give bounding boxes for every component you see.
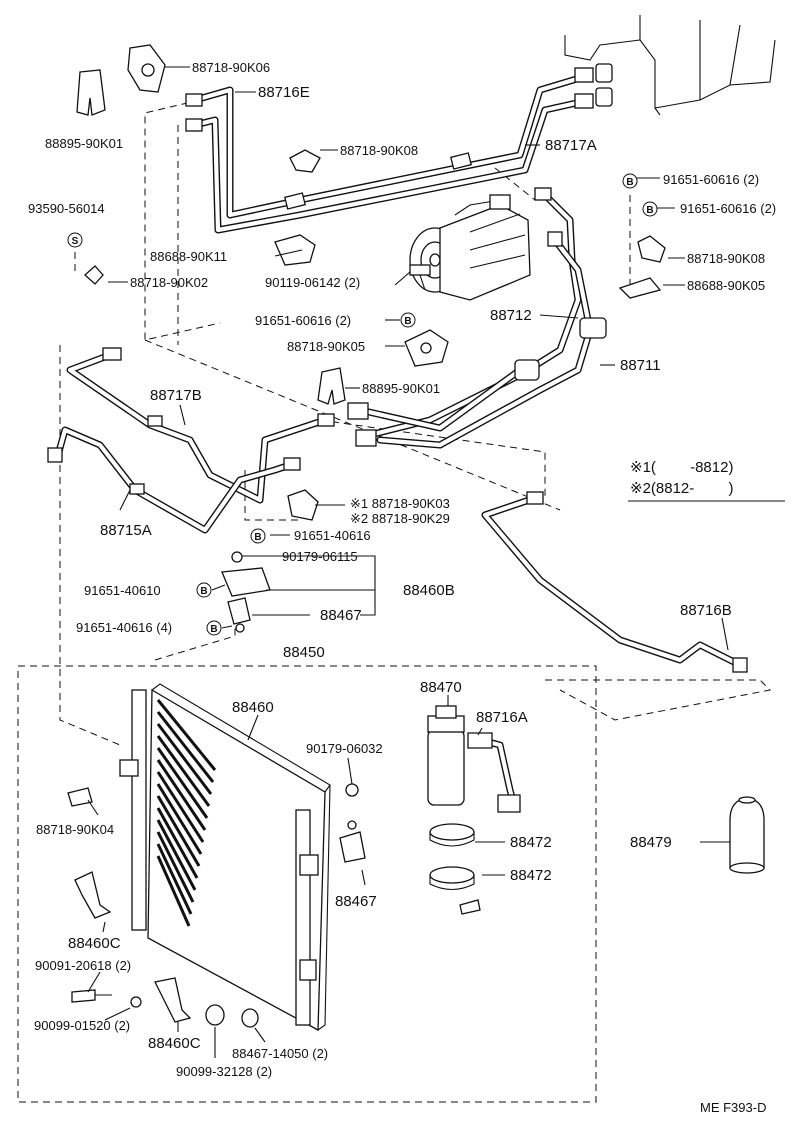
label-88717A: 88717A <box>545 137 597 154</box>
condenser-fin-stroke <box>156 699 217 771</box>
pipe-88715A <box>54 426 294 534</box>
b-marker-2: B <box>642 201 658 217</box>
b-marker-5: B <box>196 582 212 598</box>
label-88467-top: 88467 <box>320 607 362 624</box>
label-88460C-bot: 88460C <box>148 1035 201 1052</box>
leader-lines <box>87 66 730 1058</box>
label-93590-56014: 93590-56014 <box>28 201 105 216</box>
s-marker: S <box>67 232 83 248</box>
label-91651-40610: 91651-40610 <box>84 583 161 598</box>
label-91651-60616-a: 91651-60616 (2) <box>663 172 759 187</box>
label-88472-b: 88472 <box>510 867 552 884</box>
label-91651-40616-mid: 91651-40616 <box>294 528 371 543</box>
legend-line-2: ※2(8812- ) <box>630 480 733 497</box>
label-88718-90K04: 88718-90K04 <box>36 822 114 837</box>
can-88479 <box>729 796 765 874</box>
condenser-fin-stroke <box>156 735 211 807</box>
marker-symbols: S B B B B B B <box>67 173 658 636</box>
label-88717B: 88717B <box>150 387 202 404</box>
legend-line-1: ※1( -8812) <box>630 459 733 476</box>
label-88711: 88711 <box>620 357 661 374</box>
condenser-fin-stroke <box>156 795 201 867</box>
svg-text:S: S <box>72 236 79 247</box>
bracket-88472 <box>429 823 481 915</box>
lower-small-parts <box>67 732 521 1028</box>
footer-code: ME F393-D <box>700 1100 766 1115</box>
label-88716B: 88716B <box>680 602 732 619</box>
label-88715A: 88715A <box>100 522 152 539</box>
label-88472-a: 88472 <box>510 834 552 851</box>
pipe-88717B <box>66 351 329 504</box>
label-88479: 88479 <box>630 834 672 851</box>
svg-text:B: B <box>200 586 207 597</box>
condenser-fin-stroke <box>156 855 191 927</box>
condenser-fin-stroke <box>156 723 213 795</box>
label-88460C-left: 88460C <box>68 935 121 952</box>
assembly-box-88450 <box>17 665 597 1103</box>
label-91651-60616-b: 91651-60616 (2) <box>680 201 776 216</box>
condenser-fins <box>156 699 217 927</box>
condenser-fin-stroke <box>156 759 207 831</box>
label-88718-90K08-top: 88718-90K08 <box>340 143 418 158</box>
label-91651-60616-c: 91651-60616 (2) <box>255 313 351 328</box>
label-88718-90K08-right: 88718-90K08 <box>687 251 765 266</box>
label-88688-90K11: 88688-90K11 <box>150 249 227 264</box>
label-88467-14050: 88467-14050 (2) <box>232 1046 328 1061</box>
label-88712: 88712 <box>490 307 532 324</box>
condenser-fin-stroke <box>156 807 199 879</box>
label-90179-06032: 90179-06032 <box>306 741 383 756</box>
small-parts <box>76 44 666 633</box>
label-90119-06142: 90119-06142 (2) <box>265 275 360 290</box>
b-marker-3: B <box>400 312 416 328</box>
pipe-88712-88711 <box>356 191 594 449</box>
label-90099-01520: 90099-01520 (2) <box>34 1018 130 1033</box>
engine-outline <box>564 15 776 116</box>
condenser-fin-stroke <box>156 843 193 915</box>
label-88718-90K02: 88718-90K02 <box>130 275 208 290</box>
label-90091-20618: 90091-20618 (2) <box>35 958 131 973</box>
condenser-88460 <box>147 683 331 1032</box>
label-91651-40616-4: 91651-40616 (4) <box>76 620 172 635</box>
legend: ※1( -8812) ※2(8812- ) <box>628 459 785 502</box>
svg-text:B: B <box>626 177 633 188</box>
compressor <box>409 194 531 301</box>
part-labels: 88718-90K06 88716E 88895-90K01 88718-90K… <box>28 60 776 1079</box>
condenser-fin-stroke <box>156 711 215 783</box>
label-88460B: 88460B <box>403 582 455 599</box>
label-88895-90K01-top: 88895-90K01 <box>45 136 123 151</box>
condenser-fin-stroke <box>156 747 209 819</box>
label-88718-90K05: 88718-90K05 <box>287 339 365 354</box>
label-88718-90K03: ※1 88718-90K03 <box>350 496 450 511</box>
label-88716E: 88716E <box>258 84 310 101</box>
label-88470: 88470 <box>420 679 462 696</box>
condenser-fin-stroke <box>156 771 205 843</box>
label-88716A: 88716A <box>476 709 528 726</box>
b-marker-6: B <box>206 620 222 636</box>
svg-text:B: B <box>210 624 217 635</box>
label-88460: 88460 <box>232 699 274 716</box>
pipe-88716B <box>481 494 744 669</box>
label-88467-bot: 88467 <box>335 893 377 910</box>
receiver-88470 <box>427 705 465 806</box>
svg-text:B: B <box>646 205 653 216</box>
label-88688-90K05: 88688-90K05 <box>687 278 765 293</box>
label-88718-90K29: ※2 88718-90K29 <box>350 511 450 526</box>
b-marker-4: B <box>250 528 266 544</box>
condenser-fin-stroke <box>156 831 195 903</box>
label-90179-06115: 90179-06115 <box>282 549 358 564</box>
svg-text:B: B <box>404 316 411 327</box>
label-88895-90K01-mid: 88895-90K01 <box>362 381 440 396</box>
label-88450: 88450 <box>283 644 325 661</box>
condenser-side-brackets <box>119 689 319 1026</box>
pipe-fittings <box>47 63 748 673</box>
svg-text:B: B <box>254 532 261 543</box>
label-88718-90K06: 88718-90K06 <box>192 60 270 75</box>
b-marker-1: B <box>622 173 638 189</box>
condenser-fin-stroke <box>156 819 197 891</box>
condenser-fin-stroke <box>156 783 203 855</box>
label-90099-32128: 90099-32128 (2) <box>176 1064 272 1079</box>
